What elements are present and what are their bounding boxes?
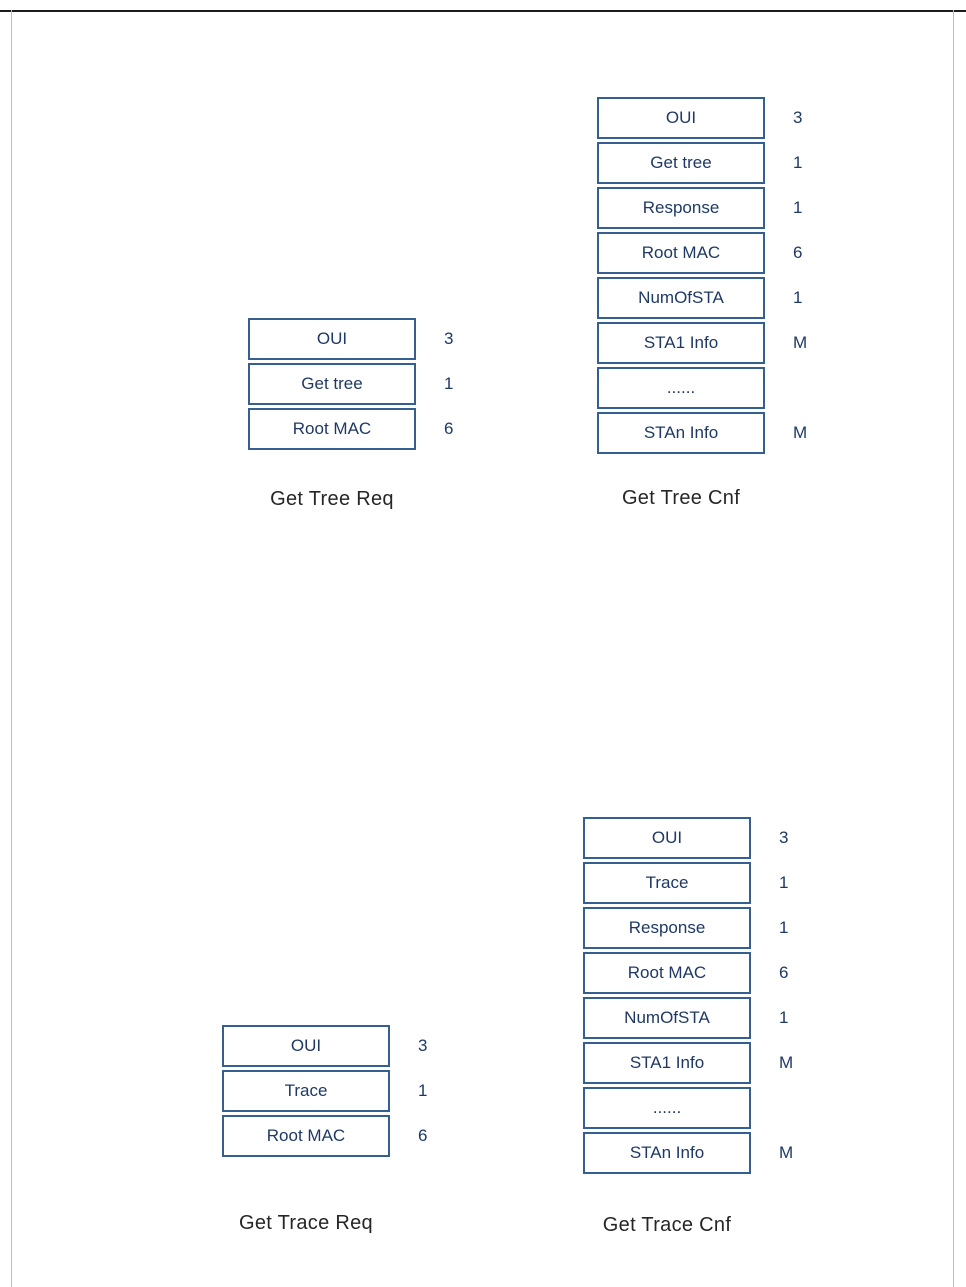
field-box: STA1 Info (583, 1042, 751, 1084)
field-size: M (793, 423, 808, 442)
field-box: NumOfSTA (597, 277, 765, 319)
field-size: 3 (418, 1036, 428, 1055)
field-box: Root MAC (248, 408, 416, 450)
field-stack: OUI Trace Response Root MAC NumOfSTA STA… (583, 817, 751, 1174)
field-size: 3 (793, 108, 803, 127)
field-size: 3 (779, 828, 789, 847)
page-border-left (11, 10, 12, 1287)
field-box: STAn Info (583, 1132, 751, 1174)
field-size: 1 (793, 288, 803, 307)
field-box: ...... (583, 1087, 751, 1129)
field-box: Root MAC (583, 952, 751, 994)
field-box: OUI (583, 817, 751, 859)
field-size: 1 (779, 873, 789, 892)
field-size: 1 (444, 374, 454, 393)
diagram-caption: Get Trace Req (239, 1212, 373, 1234)
field-size: 1 (779, 918, 789, 937)
field-size: M (779, 1053, 794, 1072)
size-column: 3 1 1 6 1 M M (793, 97, 819, 454)
field-size (779, 1087, 805, 1129)
diagram-caption: Get Tree Req (270, 488, 394, 510)
field-box: OUI (248, 318, 416, 360)
field-box: Get tree (248, 363, 416, 405)
field-size: M (779, 1143, 794, 1162)
field-size: 1 (418, 1081, 428, 1100)
get-trace-cnf-diagram: OUI Trace Response Root MAC NumOfSTA STA… (583, 817, 805, 1174)
field-size: 1 (779, 1008, 789, 1027)
diagram-caption: Get Trace Cnf (602, 1214, 732, 1236)
get-trace-req-diagram: OUI Trace Root MAC 3 1 6 (222, 1025, 444, 1157)
field-size: 6 (444, 419, 454, 438)
page-border-right (953, 10, 954, 1287)
field-box: Root MAC (222, 1115, 390, 1157)
field-box: OUI (222, 1025, 390, 1067)
size-column: 3 1 1 6 1 M M (779, 817, 805, 1174)
field-size: 3 (444, 329, 454, 348)
page-border-top (0, 10, 966, 12)
field-box: Trace (222, 1070, 390, 1112)
field-box: STA1 Info (597, 322, 765, 364)
field-size (793, 367, 819, 409)
field-box: Response (583, 907, 751, 949)
field-size: 6 (793, 243, 803, 262)
field-stack: OUI Get tree Response Root MAC NumOfSTA … (597, 97, 765, 454)
get-tree-req-diagram: OUI Get tree Root MAC 3 1 6 (248, 318, 470, 450)
field-box: Root MAC (597, 232, 765, 274)
field-size: 6 (418, 1126, 428, 1145)
field-size: 1 (793, 153, 803, 172)
size-column: 3 1 6 (444, 318, 470, 450)
field-stack: OUI Get tree Root MAC (248, 318, 416, 450)
field-stack: OUI Trace Root MAC (222, 1025, 390, 1157)
field-box: NumOfSTA (583, 997, 751, 1039)
field-box: STAn Info (597, 412, 765, 454)
field-box: ...... (597, 367, 765, 409)
field-box: OUI (597, 97, 765, 139)
size-column: 3 1 6 (418, 1025, 444, 1157)
field-box: Get tree (597, 142, 765, 184)
field-size: M (793, 333, 808, 352)
field-box: Response (597, 187, 765, 229)
diagram-caption: Get Tree Cnf (621, 487, 741, 509)
field-size: 1 (793, 198, 803, 217)
get-tree-cnf-diagram: OUI Get tree Response Root MAC NumOfSTA … (597, 97, 819, 454)
field-box: Trace (583, 862, 751, 904)
field-size: 6 (779, 963, 789, 982)
